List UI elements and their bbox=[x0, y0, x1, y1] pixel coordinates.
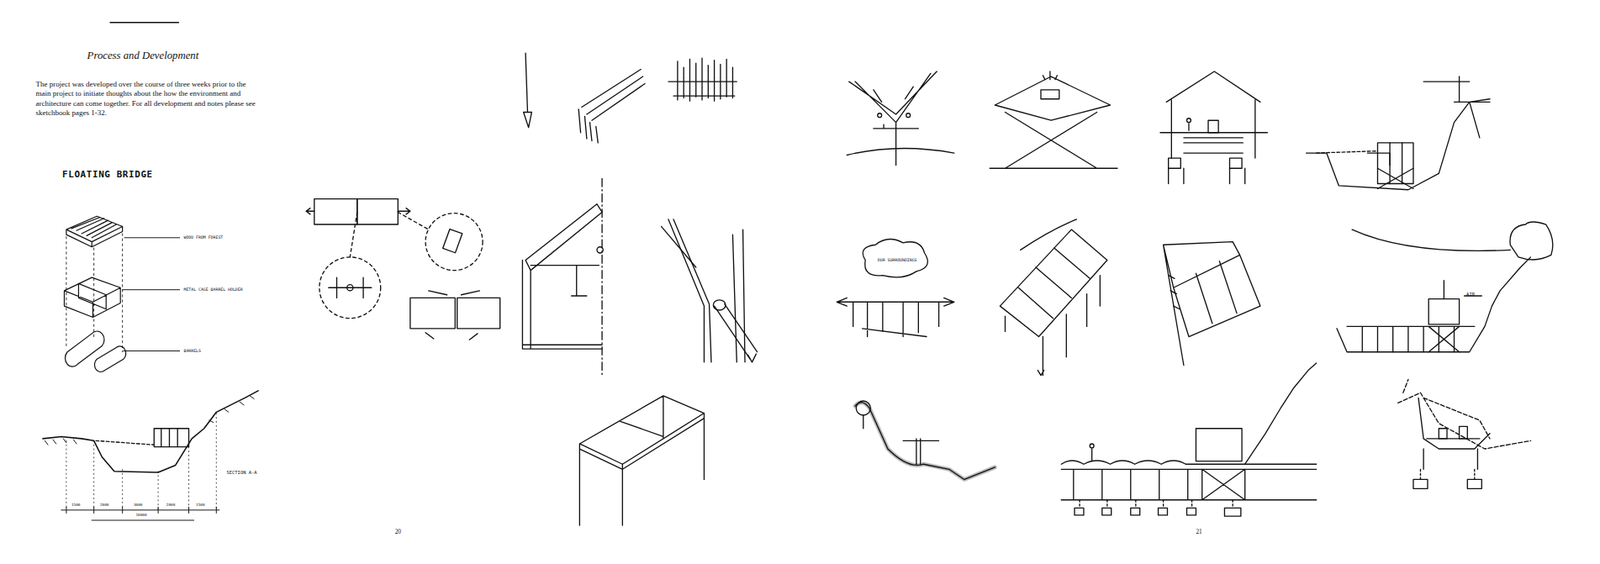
page-number: 20 bbox=[395, 528, 402, 535]
body-text: The project was developed over the cours… bbox=[35, 79, 259, 118]
section-label: SECTION A-A bbox=[226, 470, 257, 476]
part-label: WOOD FROM FOREST bbox=[183, 234, 223, 240]
sketch-note: OUR SURROUNDINGS bbox=[877, 257, 918, 263]
section-heading: FLOATING BRIDGE bbox=[62, 168, 154, 180]
dimension: 10000 bbox=[135, 512, 147, 518]
part-label: METAL CAGE BARREL HOLDER bbox=[183, 286, 243, 292]
sketch-note: AIR bbox=[1466, 291, 1475, 297]
part-label: BARRELS bbox=[183, 348, 201, 354]
dimension: 1500 bbox=[71, 502, 81, 507]
dimension: 1500 bbox=[195, 502, 206, 507]
dimension: 3000 bbox=[133, 502, 143, 507]
dimension: 2000 bbox=[166, 502, 176, 507]
page-title: Process and Development bbox=[0, 49, 286, 61]
dimension: 2000 bbox=[100, 502, 110, 507]
page-number: 21 bbox=[1195, 528, 1202, 535]
